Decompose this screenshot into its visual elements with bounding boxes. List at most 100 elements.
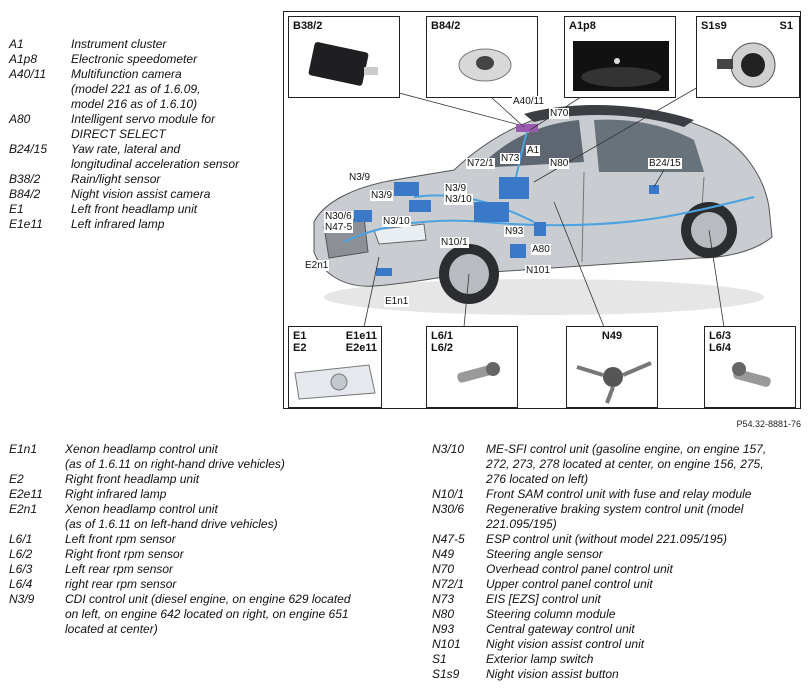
rpm-sensor-image: [732, 362, 771, 387]
callout-label: L6/3: [709, 330, 732, 342]
legend-entry: N80 Steering column module: [432, 607, 804, 622]
legend-code: E1n1: [9, 442, 38, 456]
legend-description: Yaw rate, lateral and longitudinal accel…: [71, 142, 240, 171]
callout-n49: N49: [566, 326, 658, 408]
label-n3-9: N3/9: [444, 183, 468, 194]
legend-code: E2n1: [9, 502, 38, 516]
callout-label: B84/2: [431, 20, 461, 32]
callout-label: B38/2: [293, 20, 323, 32]
legend-description: ESP control unit (without model 221.095/…: [486, 532, 728, 546]
callout-label: L6/1: [431, 330, 454, 342]
callout-l6-3-l6-4: L6/3 L6/4: [704, 326, 796, 408]
legend-code: N93: [432, 622, 455, 636]
legend-description: Intelligent servo module for DIRECT SELE…: [71, 112, 216, 141]
night-vision-camera-image: [458, 48, 512, 82]
label-e2n1: E2n1: [304, 260, 330, 271]
callout-b38-2: B38/2: [288, 16, 400, 98]
legend-code: N70: [432, 562, 455, 576]
legend-description: Front SAM control unit with fuse and rel…: [486, 487, 752, 501]
legend-entry: S1s9 Night vision assist button: [432, 667, 804, 682]
legend-entry: B38/2 Rain/light sensor: [9, 172, 279, 187]
callout-label: N49: [601, 330, 623, 342]
legend-entry: N49 Steering angle sensor: [432, 547, 804, 562]
callout-label: E2: [293, 342, 307, 354]
label-n93: N93: [504, 226, 525, 237]
legend-code: A80: [9, 112, 31, 126]
legend-description: Rain/light sensor: [71, 172, 161, 186]
label-n73: N73: [500, 153, 521, 164]
callout-s1: S1s9 S1: [696, 16, 800, 98]
legend-code: L6/2: [9, 547, 33, 561]
legend-description: Left infrared lamp: [71, 217, 165, 231]
legend-entry: L6/3 Left rear rpm sensor: [9, 562, 409, 577]
callout-label: E1e11: [345, 330, 377, 342]
legend-code: N73: [432, 592, 455, 606]
legend-description: Xenon headlamp control unit (as of 1.6.1…: [65, 502, 278, 531]
legend-description: Instrument cluster: [71, 37, 167, 51]
legend-description: CDI control unit (diesel engine, on engi…: [65, 592, 351, 636]
legend-entry: N47-5 ESP control unit (without model 221…: [432, 532, 804, 547]
label-n3-9: N3/9: [348, 172, 372, 183]
callout-a1p8: A1p8: [564, 16, 676, 98]
legend-code: N30/6: [432, 502, 465, 516]
legend-description: Left rear rpm sensor: [65, 562, 174, 576]
legend-entry: N70 Overhead control panel control unit: [432, 562, 804, 577]
legend-code: L6/3: [9, 562, 33, 576]
legend-description: Electronic speedometer: [71, 52, 198, 66]
component-location-diagram: B38/2 B84/2 A1p8 S1s9 S1 E1 E2 E1e: [283, 11, 801, 409]
legend-code: E2e11: [9, 487, 43, 501]
legend-code: S1s9: [432, 667, 460, 681]
legend-entry: S1 Exterior lamp switch: [432, 652, 804, 667]
legend-description: Left front headlamp unit: [71, 202, 198, 216]
callout-b84-2: B84/2: [426, 16, 538, 98]
speedometer-display-image: [573, 41, 669, 91]
legend-description: Steering angle sensor: [486, 547, 603, 561]
exterior-lamp-switch-image: [717, 42, 776, 88]
legend-code: N49: [432, 547, 455, 561]
label-n30-6: N30/6: [324, 211, 353, 222]
legend-code: S1: [432, 652, 447, 666]
legend-code: N47-5: [432, 532, 465, 546]
label-b24-15: B24/15: [648, 158, 682, 169]
callout-label: E2e11: [345, 342, 377, 354]
rpm-sensor-image: [457, 362, 500, 383]
legend-code: N80: [432, 607, 455, 621]
steering-angle-sensor-image: [576, 361, 652, 404]
legend-description: Right infrared lamp: [65, 487, 167, 501]
legend-code: A1p8: [9, 52, 38, 66]
label-n47-5: N47-5: [324, 222, 354, 233]
legend-description: Night vision assist button: [486, 667, 619, 681]
legend-description: Overhead control panel control unit: [486, 562, 673, 576]
legend-code: B38/2: [9, 172, 41, 186]
legend-code: N10/1: [432, 487, 465, 501]
label-n3-10: N3/10: [444, 194, 473, 205]
legend-description: ME-SFI control unit (gasoline engine, on…: [486, 442, 767, 486]
legend-code: E1: [9, 202, 24, 216]
legend-description: EIS [EZS] control unit: [486, 592, 601, 606]
legend-description: Exterior lamp switch: [486, 652, 594, 666]
legend-description: Right front rpm sensor: [65, 547, 184, 561]
rain-light-sensor-image: [308, 42, 378, 86]
legend-description: Steering column module: [486, 607, 616, 621]
callout-e1-e2: E1 E2 E1e11 E2e11: [288, 326, 382, 408]
legend-code: E2: [9, 472, 24, 486]
legend-description: Night vision assist control unit: [486, 637, 645, 651]
legend-entry: L6/2 Right front rpm sensor: [9, 547, 409, 562]
label-n72-1: N72/1: [466, 158, 495, 169]
callout-label: L6/2: [431, 342, 454, 354]
legend-entry: E2n1 Xenon headlamp control unit (as of 1…: [9, 502, 409, 532]
label-a80: A80: [531, 244, 551, 255]
callout-l6-1-l6-2: L6/1 L6/2: [426, 326, 518, 408]
